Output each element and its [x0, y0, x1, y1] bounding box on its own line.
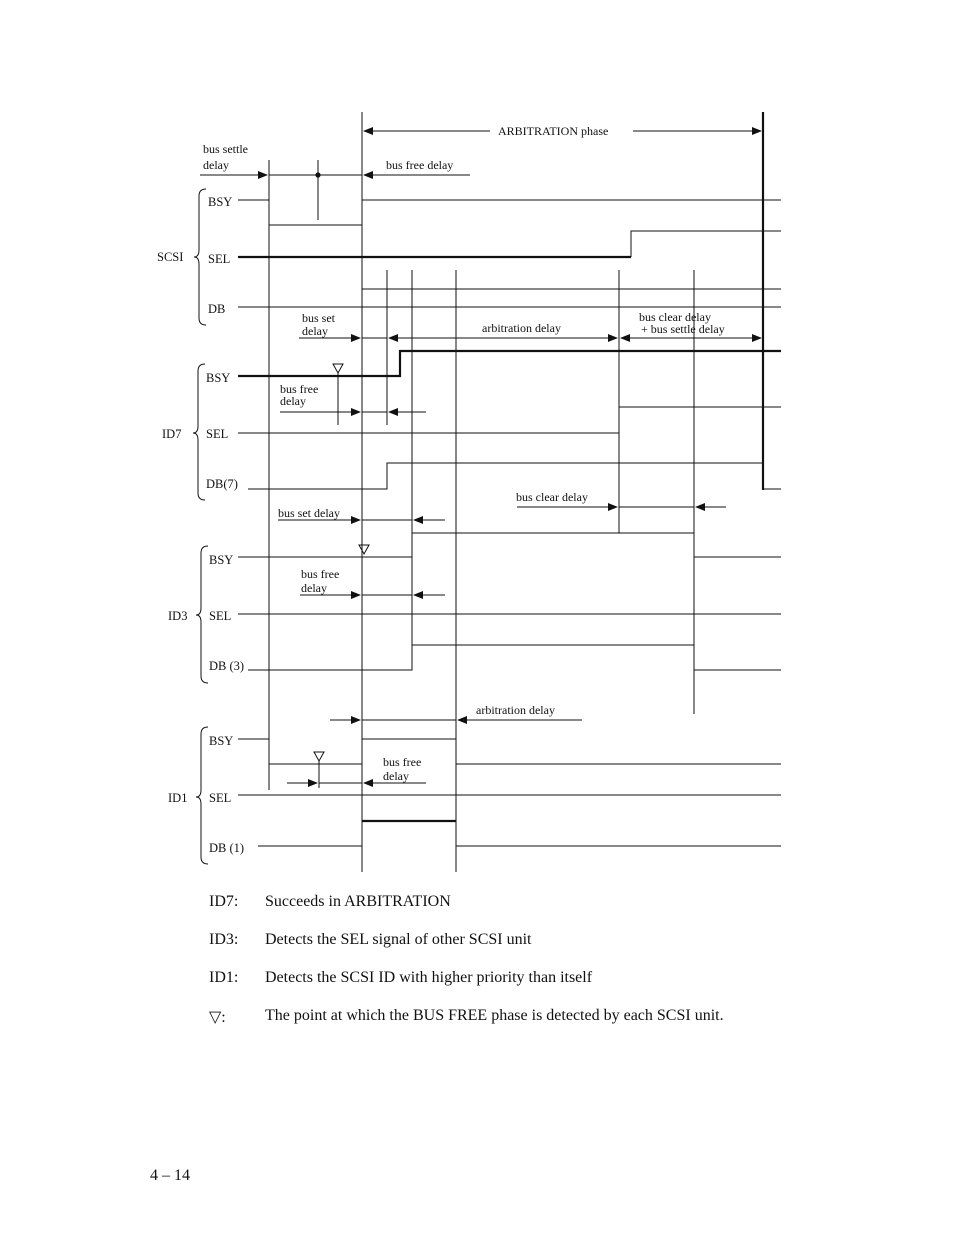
arbitration-phase-span: ARBITRATION phase — [363, 124, 762, 138]
bus-set-delay-mid-marker: bus set delay — [278, 506, 445, 524]
id7-db-label: DB(7) — [206, 477, 238, 491]
id7-bus-free-marker: bus free delay — [280, 363, 426, 425]
legend-text: Succeeds in ARBITRATION — [265, 893, 451, 910]
id3-sel-label: SEL — [209, 609, 231, 623]
id3-bsy-label: BSY — [209, 553, 233, 567]
legend-row: ID1: Detects the SCSI ID with higher pri… — [209, 969, 849, 1007]
scsi-bsy-label: BSY — [208, 195, 232, 209]
id1-bsy-signal — [238, 738, 781, 765]
legend-row: ID3: Detects the SEL signal of other SCS… — [209, 931, 849, 969]
scsi-group: SCSI BSY SEL DB — [157, 188, 781, 326]
scsi-db-signal — [238, 288, 781, 308]
legend-text: Detects the SCSI ID with higher priority… — [265, 969, 593, 986]
bus-set-delay-marker: bus set delay — [299, 311, 387, 342]
id1-bus-free-label: bus free — [383, 755, 421, 769]
bus-set-delay-label-2: delay — [302, 324, 328, 338]
scsi-sel-label: SEL — [208, 252, 230, 266]
id3-bus-free-point-icon — [358, 544, 370, 556]
bus-set-delay-mid-label: bus set delay — [278, 506, 340, 520]
legend-row: ▽: The point at which the BUS FREE phase… — [209, 1007, 849, 1045]
id3-group: ID3 BSY SEL DB (3) — [168, 532, 781, 684]
id1-bus-free-label-2: delay — [383, 769, 409, 783]
id1-db-label: DB (1) — [209, 841, 244, 855]
legend-text: Detects the SEL signal of other SCSI uni… — [265, 931, 532, 948]
legend-text: The point at which the BUS FREE phase is… — [265, 1007, 724, 1024]
bus-clear-settle-delay-marker: bus clear delay + bus settle delay — [620, 310, 762, 342]
id1-bus-free-marker: bus free delay — [287, 751, 426, 788]
id3-bus-free-marker: bus free delay — [300, 567, 445, 599]
id3-bsy-signal — [238, 532, 781, 558]
bus-settle-delay-marker: bus settle delay — [200, 142, 362, 220]
id1-group: ID1 BSY SEL DB (1) — [168, 726, 781, 865]
id1-group-label: ID1 — [168, 791, 187, 805]
legend-key: ▽: — [209, 1009, 226, 1026]
arbitration-delay-bottom-marker: arbitration delay — [330, 703, 582, 724]
arbitration-delay-top-marker: arbitration delay — [388, 321, 618, 342]
bus-free-delay-top-label: bus free delay — [386, 158, 453, 172]
bus-settle-delay-label: bus settle — [203, 142, 248, 156]
id7-bsy-signal — [238, 349, 781, 378]
arbitration-delay-top-label: arbitration delay — [482, 321, 561, 335]
page-number: 4 – 14 — [150, 1167, 190, 1184]
legend-key: ID3: — [209, 931, 239, 948]
bus-settle-delay-label-2: delay — [203, 158, 229, 172]
arbitration-delay-bottom-label: arbitration delay — [476, 703, 555, 717]
id7-bus-free-label-2: delay — [280, 394, 306, 408]
scsi-group-label: SCSI — [157, 250, 183, 264]
id1-bsy-label: BSY — [209, 734, 233, 748]
bus-free-delay-top-marker: bus free delay — [363, 158, 470, 179]
legend-key: ID1: — [209, 969, 239, 986]
id1-bus-free-point-icon — [313, 751, 325, 763]
id7-sel-label: SEL — [206, 427, 228, 441]
id7-bus-free-label: bus free — [280, 382, 318, 396]
arbitration-phase-label: ARBITRATION phase — [498, 124, 608, 138]
id3-db-signal — [248, 644, 781, 671]
bus-clear-settle-label-2: + bus settle delay — [641, 322, 725, 336]
id7-sel-signal — [238, 406, 781, 434]
id7-bsy-label: BSY — [206, 371, 230, 385]
bus-set-delay-label: bus set — [302, 311, 336, 325]
legend: ID7: Succeeds in ARBITRATION ID3: Detect… — [209, 893, 849, 1045]
id3-bus-free-label: bus free — [301, 567, 339, 581]
scsi-db-label: DB — [208, 302, 225, 316]
bus-clear-settle-label: bus clear delay — [639, 310, 711, 324]
id7-bus-free-point-icon — [332, 363, 344, 375]
id7-group: ID7 BSY SEL DB(7) — [162, 349, 781, 501]
id3-bus-free-label-2: delay — [301, 581, 327, 595]
id7-group-label: ID7 — [162, 427, 181, 441]
bus-clear-delay-label: bus clear delay — [516, 490, 588, 504]
id7-db-signal — [248, 462, 763, 490]
id3-db-label: DB (3) — [209, 659, 244, 673]
legend-row: ID7: Succeeds in ARBITRATION — [209, 893, 849, 931]
id1-sel-label: SEL — [209, 791, 231, 805]
id3-group-label: ID3 — [168, 609, 187, 623]
bus-clear-delay-marker: bus clear delay — [516, 490, 726, 511]
scsi-bsy-signal — [238, 199, 781, 226]
legend-key: ID7: — [209, 893, 239, 910]
